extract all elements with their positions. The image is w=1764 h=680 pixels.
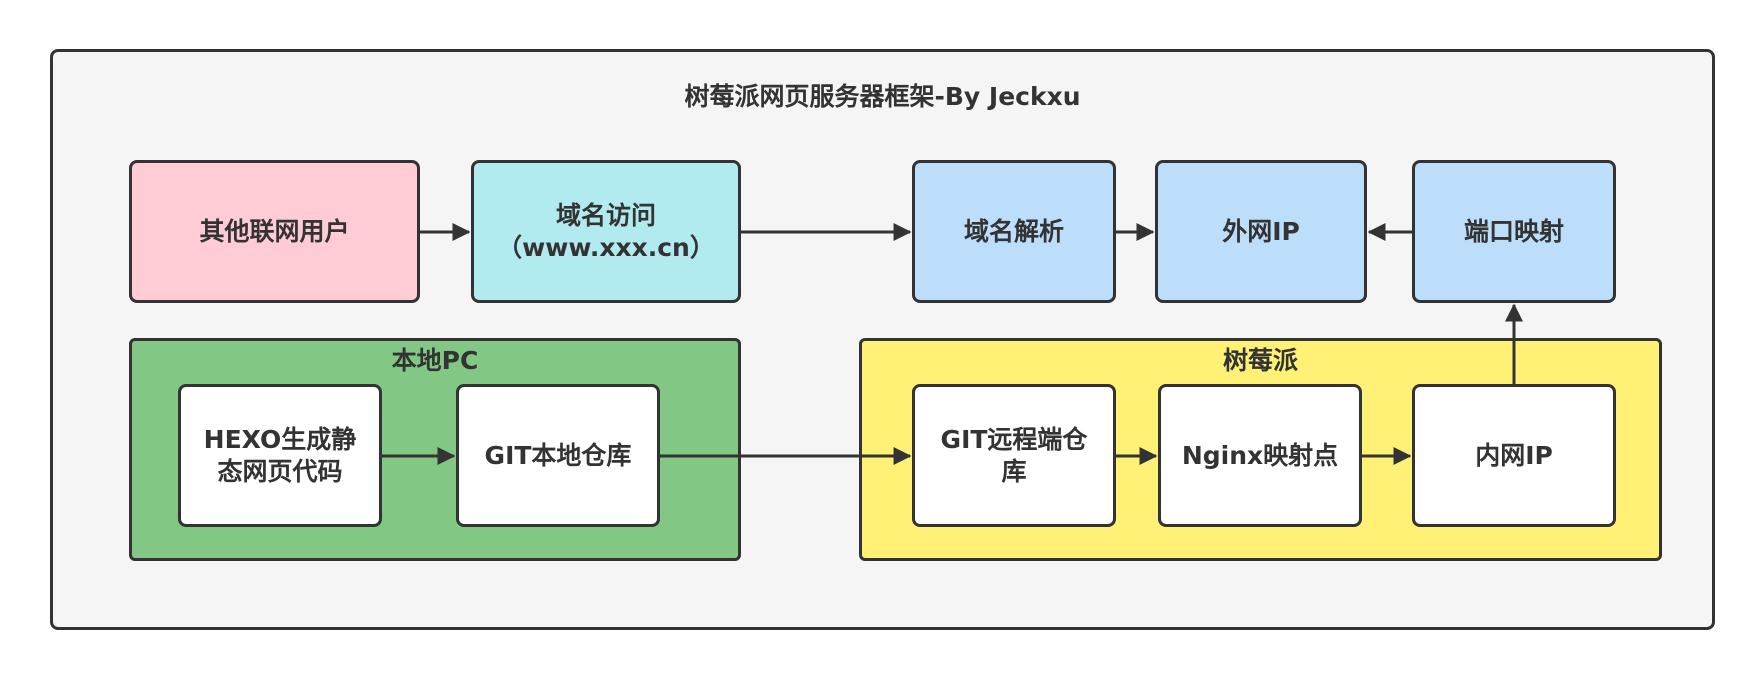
node-other-users-label: 其他联网用户 [199, 216, 350, 246]
node-git-remote-line1: GIT远程端仓 [940, 424, 1088, 454]
node-public-ip-label: 外网IP [1222, 216, 1300, 246]
node-lan-ip: 内网IP [1412, 384, 1616, 527]
node-hexo-line2: 态网页代码 [217, 456, 343, 486]
node-dns-resolution: 域名解析 [912, 160, 1116, 303]
node-git-local: GIT本地仓库 [456, 384, 660, 527]
node-nginx-label: Nginx映射点 [1181, 440, 1339, 470]
node-hexo: HEXO生成静 态网页代码 [178, 384, 382, 527]
group-raspberry-pi-label: 树莓派 [1222, 346, 1298, 375]
node-public-ip: 外网IP [1155, 160, 1367, 303]
diagram-title: 树莓派网页服务器框架-By Jeckxu [684, 82, 1081, 111]
node-port-mapping: 端口映射 [1412, 160, 1616, 303]
node-nginx: Nginx映射点 [1158, 384, 1362, 527]
group-local-pc-label: 本地PC [391, 346, 479, 375]
node-other-users: 其他联网用户 [129, 160, 420, 303]
node-port-mapping-label: 端口映射 [1463, 216, 1564, 246]
node-domain-access-label: 域名访问 [555, 200, 656, 230]
node-lan-ip-label: 内网IP [1475, 440, 1553, 470]
node-git-local-label: GIT本地仓库 [484, 440, 632, 470]
node-git-remote-line2: 库 [1001, 456, 1027, 486]
node-hexo-line1: HEXO生成静 [203, 424, 357, 454]
node-git-remote: GIT远程端仓 库 [912, 384, 1116, 527]
node-domain-access: 域名访问 （www.xxx.cn） [471, 160, 741, 303]
node-domain-access-url: （www.xxx.cn） [497, 232, 715, 262]
node-dns-resolution-label: 域名解析 [963, 216, 1064, 246]
